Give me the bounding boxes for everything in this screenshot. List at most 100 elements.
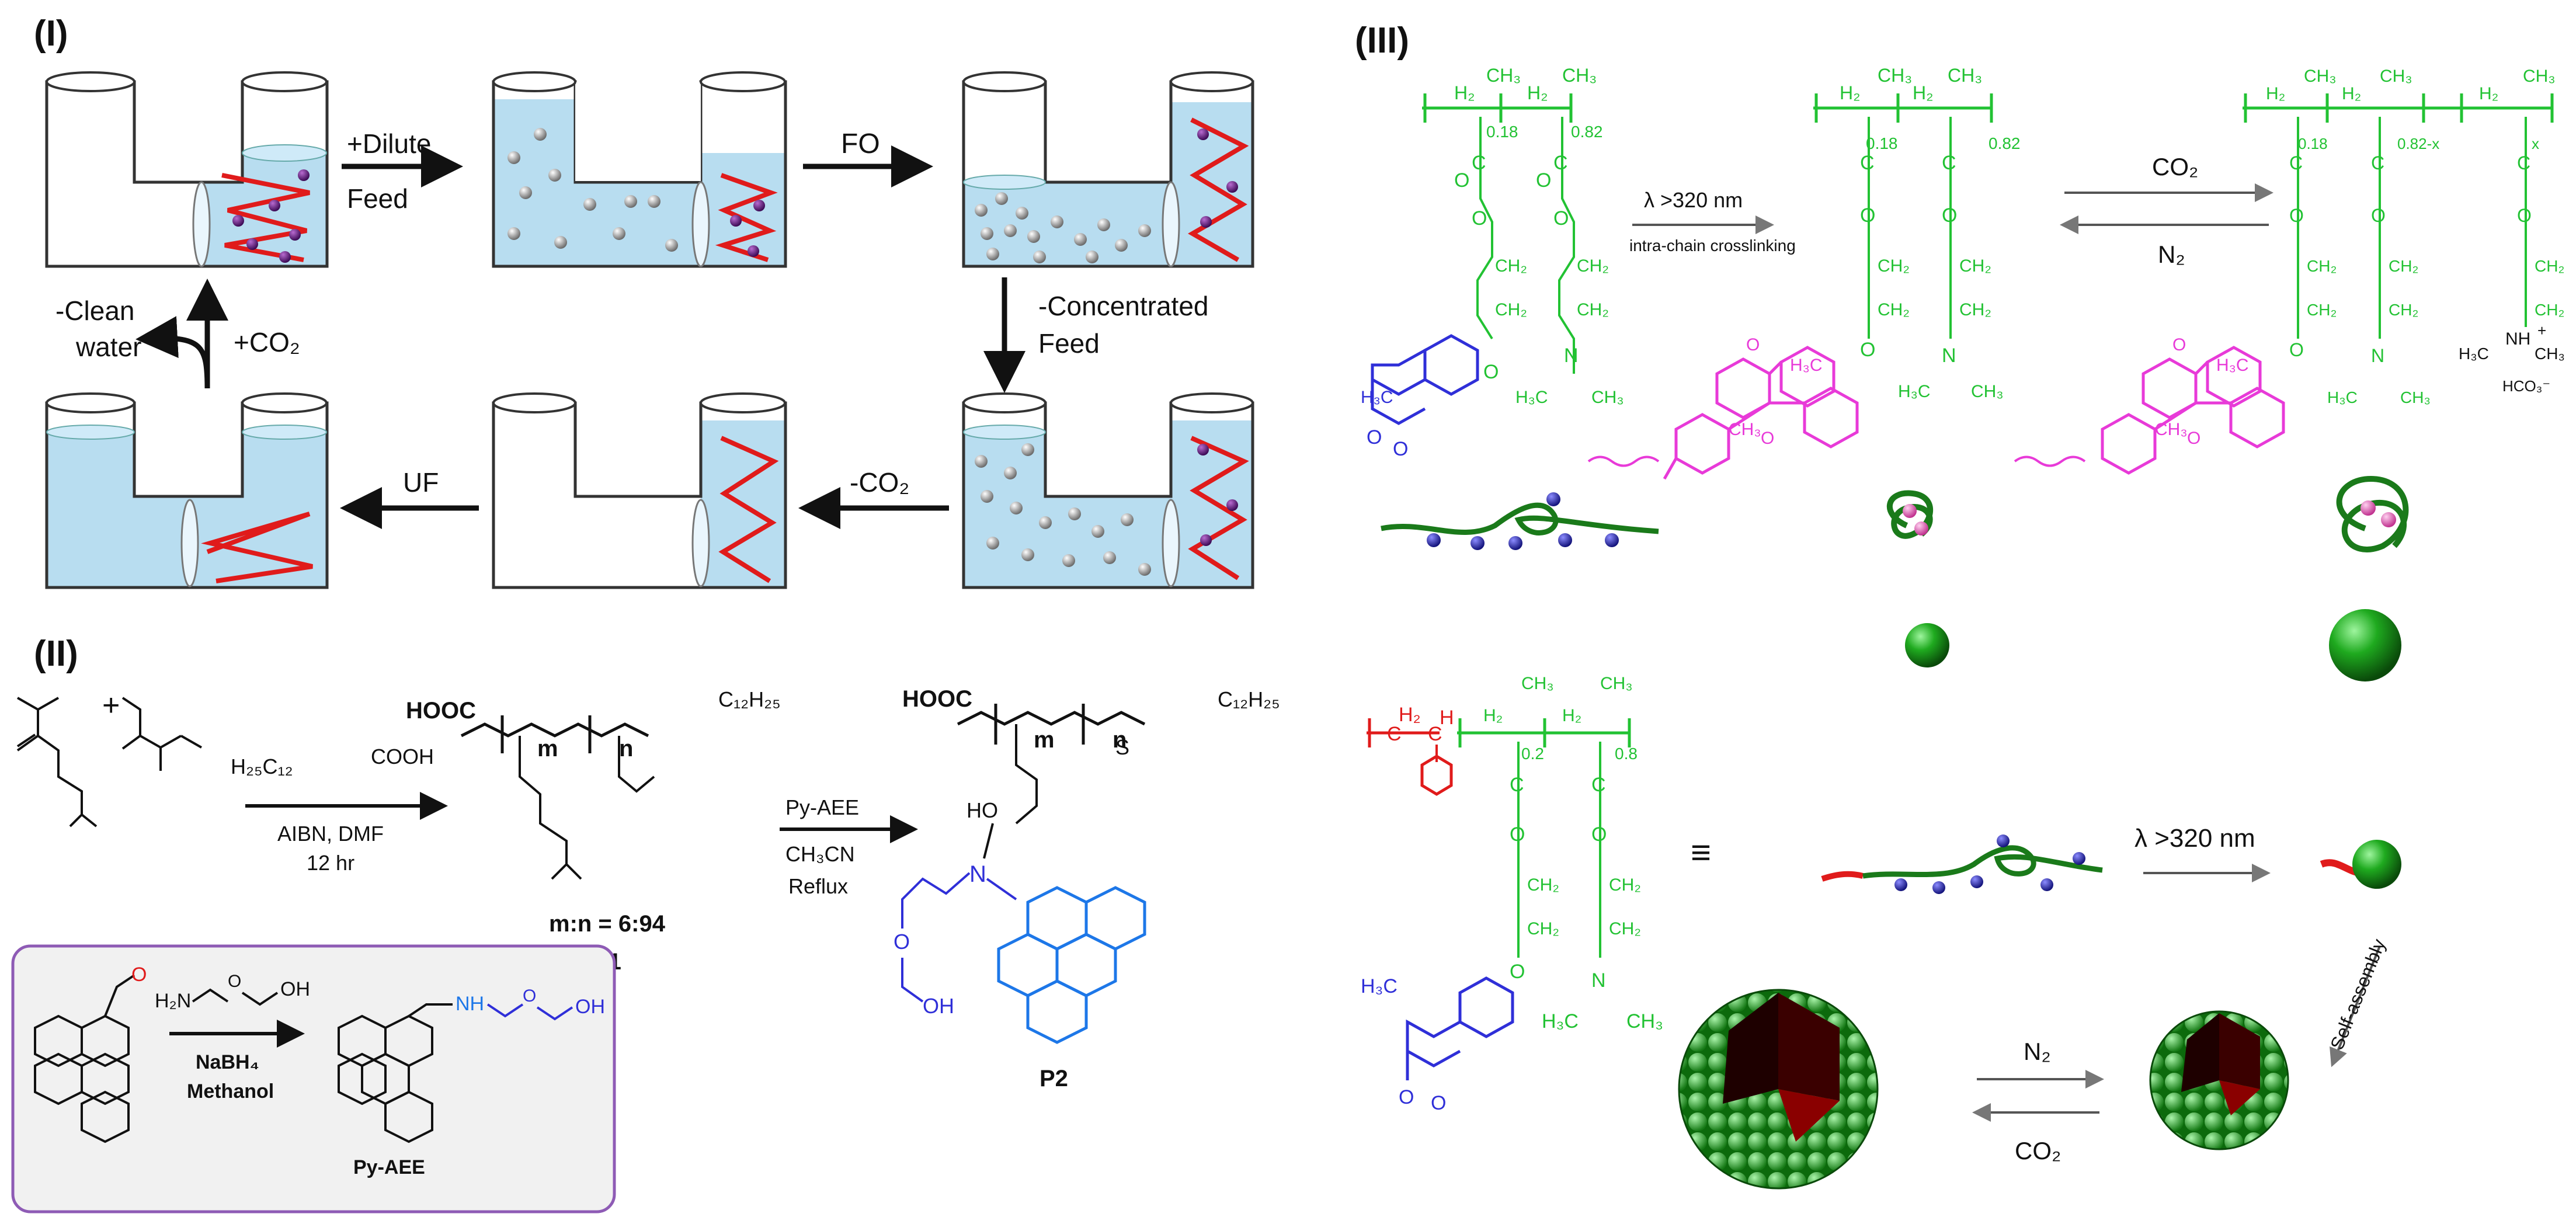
svg-text:C: C [1942, 152, 1956, 174]
svg-text:0.82: 0.82 [1571, 123, 1603, 141]
svg-text:0.18: 0.18 [1486, 123, 1518, 141]
u-tube-initial [45, 71, 329, 268]
panel-label-III: (III) [1355, 20, 1409, 61]
block-copolymer-structure-bottom: H₂ C H C H₂ H₂ CH₃ CH₃ 0.2 0.8 C C O O C… [1361, 674, 1663, 1114]
svg-text:0.82: 0.82 [1989, 134, 2021, 152]
svg-text:H₂: H₂ [1840, 82, 1861, 103]
condition-reflux: Reflux [788, 874, 848, 898]
svg-text:P2: P2 [1040, 1066, 1068, 1091]
svg-text:C: C [1591, 774, 1606, 796]
svg-text:CH₃: CH₃ [2155, 420, 2188, 439]
svg-text:CH₃: CH₃ [1729, 420, 1761, 439]
label-n2-bottom: N₂ [2024, 1038, 2051, 1065]
svg-text:O: O [2289, 205, 2304, 226]
svg-text:C: C [1553, 152, 1568, 174]
solvent-ch3cn: CH₃CN [785, 842, 855, 866]
svg-text:O: O [1536, 169, 1551, 192]
label-clean: -Clean [55, 295, 135, 326]
svg-text:0.2: 0.2 [1521, 745, 1544, 763]
raft-agent-text: H₂₅C₁₂ [231, 754, 293, 778]
svg-text:C: C [1428, 723, 1442, 745]
svg-text:HO: HO [967, 798, 998, 822]
svg-text:CH₃: CH₃ [1971, 382, 2004, 401]
protonated-structure-right: H₂ H₂ H₂ CH₃ CH₃ CH₃ 0.18 0.82-x x C C C… [2014, 67, 2565, 475]
single-chain-nanoparticle-collapsed [1886, 490, 1949, 667]
svg-text:O: O [2187, 429, 2200, 448]
monomer-glycidyl-methacrylate [16, 697, 98, 827]
svg-text:O: O [228, 972, 241, 991]
svg-text:O: O [1860, 204, 1875, 227]
svg-text:O: O [1510, 961, 1525, 983]
svg-text:C: C [1472, 152, 1486, 174]
svg-text:CH₂: CH₂ [2307, 301, 2337, 319]
svg-text:CH₃: CH₃ [1600, 674, 1633, 693]
single-chain-nanoparticle-swollen [2329, 475, 2409, 681]
svg-text:H₃C: H₃C [1515, 388, 1548, 407]
svg-text:C: C [1860, 152, 1875, 174]
svg-text:CH₂: CH₂ [1609, 875, 1641, 895]
svg-text:0.82-x: 0.82-x [2397, 135, 2439, 152]
crosslinked-structure-middle: H₂ H₂ CH₃ CH₃ 0.18 0.82 C C O O CH₂ CH₂ … [1587, 65, 2021, 480]
svg-text:H₂: H₂ [2266, 84, 2285, 103]
label-lambda-top: λ >320 nm [1644, 188, 1743, 212]
svg-text:H₃C: H₃C [2216, 356, 2249, 375]
reagent-py-aee: Py-AEE [785, 795, 859, 819]
svg-text:O: O [131, 964, 147, 986]
polymer-P1: HOOC m n C₁₂H₂₅ m:n = 6:94 P1 [406, 687, 781, 975]
label-minus-co2: -CO₂ [850, 467, 909, 498]
svg-text:O: O [1454, 169, 1469, 192]
svg-text:O: O [2517, 205, 2532, 226]
svg-text:O: O [2371, 205, 2386, 226]
svg-text:CH₃: CH₃ [2380, 67, 2412, 86]
label-dilute: +Dilute [347, 128, 431, 159]
svg-text:H₃C: H₃C [2327, 388, 2358, 406]
svg-text:C: C [1387, 723, 1402, 745]
polymer-P2: HOOC m n C₁₂H₂₅ HO N O OH S P2 [894, 686, 1280, 1091]
svg-text:CH₂: CH₂ [2307, 257, 2337, 275]
svg-text:C: C [1510, 774, 1524, 796]
conditions-aibn-dmf: AIBN, DMF [277, 822, 384, 846]
svg-text:CH₃: CH₃ [1878, 65, 1912, 86]
svg-text:CH₂: CH₂ [1609, 919, 1641, 938]
copolymer-structure-top: H₂ H₂ CH₃ CH₃ 0.18 0.82 C C O O O O CH₂ … [1361, 65, 1624, 460]
svg-text:H₂: H₂ [1454, 82, 1475, 103]
svg-text:CH₂: CH₂ [1878, 300, 1910, 319]
svg-text:O: O [1942, 204, 1957, 227]
svg-text:HCO₃⁻: HCO₃⁻ [2502, 377, 2550, 395]
svg-text:N: N [1564, 345, 1579, 367]
label-uf: UF [403, 467, 439, 498]
svg-text:0.18: 0.18 [1866, 134, 1898, 152]
svg-text:+: + [2537, 322, 2546, 339]
label-dilute-feed: Feed [347, 183, 408, 214]
linear-chain-cartoon [1381, 492, 1659, 550]
svg-text:N: N [969, 861, 986, 887]
svg-text:CH₂: CH₂ [1959, 256, 1991, 276]
svg-text:CH₂: CH₂ [1577, 256, 1609, 276]
svg-text:CH₃: CH₃ [1948, 65, 1982, 86]
svg-text:H₃C: H₃C [1790, 356, 1823, 375]
svg-text:OH: OH [280, 978, 310, 1000]
svg-text:CH₂: CH₂ [1577, 300, 1609, 319]
monomer-dimethylacrylamide [121, 697, 202, 771]
svg-text:H₃C: H₃C [1361, 975, 1397, 997]
svg-text:S: S [1115, 735, 1129, 759]
label-intra-chain: intra-chain crosslinking [1629, 237, 1796, 255]
svg-text:N: N [1942, 345, 1956, 367]
micelle-small [2149, 1010, 2289, 1150]
svg-text:CH₃: CH₃ [1562, 65, 1597, 86]
plus-sign: + [102, 688, 120, 722]
svg-text:C: C [2517, 152, 2530, 173]
svg-text:O: O [1591, 823, 1607, 846]
label-fo: FO [841, 128, 880, 159]
svg-text:H₃C: H₃C [1542, 1010, 1579, 1032]
arrow-self-assembly [2330, 945, 2381, 1067]
svg-text:CH₃: CH₃ [2400, 388, 2431, 406]
svg-text:OH: OH [923, 994, 954, 1018]
svg-text:CH₃: CH₃ [1521, 674, 1554, 693]
svg-text:O: O [1431, 1092, 1446, 1114]
svg-text:Methanol: Methanol [187, 1080, 274, 1103]
svg-text:CH₂: CH₂ [2389, 257, 2418, 275]
svg-text:NH: NH [2505, 329, 2530, 349]
svg-text:H₂: H₂ [2342, 84, 2361, 103]
